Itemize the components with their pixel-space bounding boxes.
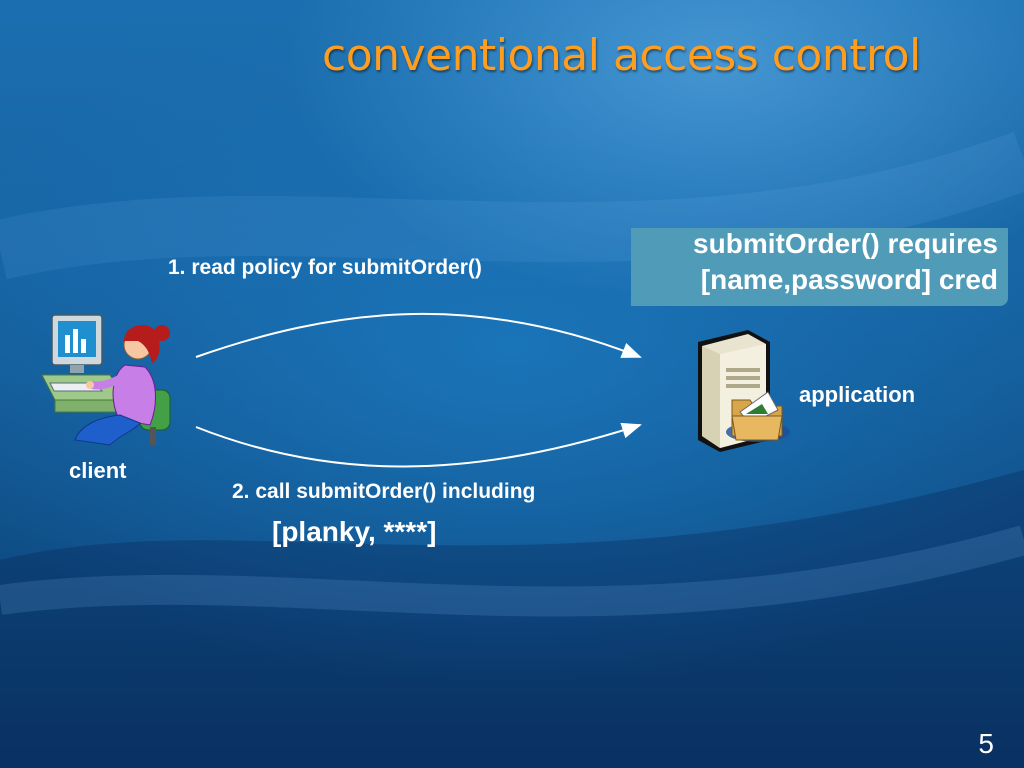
client-label: client [69, 458, 127, 483]
application-label: application [799, 382, 916, 407]
application-server-icon [698, 330, 790, 452]
step1-label: 1. read policy for submitOrder() [168, 256, 482, 279]
step2-label: 2. call submitOrder() including [232, 480, 536, 503]
request-policy-arrow [195, 312, 642, 358]
page-number: 5 [978, 728, 994, 759]
call-arrow [195, 422, 642, 468]
policy-line-2: [name,password] cred [700, 264, 998, 295]
slide-title: conventional access control [322, 30, 921, 81]
client-computer-user-icon [41, 314, 171, 446]
step2-credentials: [planky, ****] [272, 516, 437, 547]
policy-callout: submitOrder() requires [name,password] c… [631, 228, 1008, 306]
policy-line-1: submitOrder() requires [693, 228, 998, 259]
